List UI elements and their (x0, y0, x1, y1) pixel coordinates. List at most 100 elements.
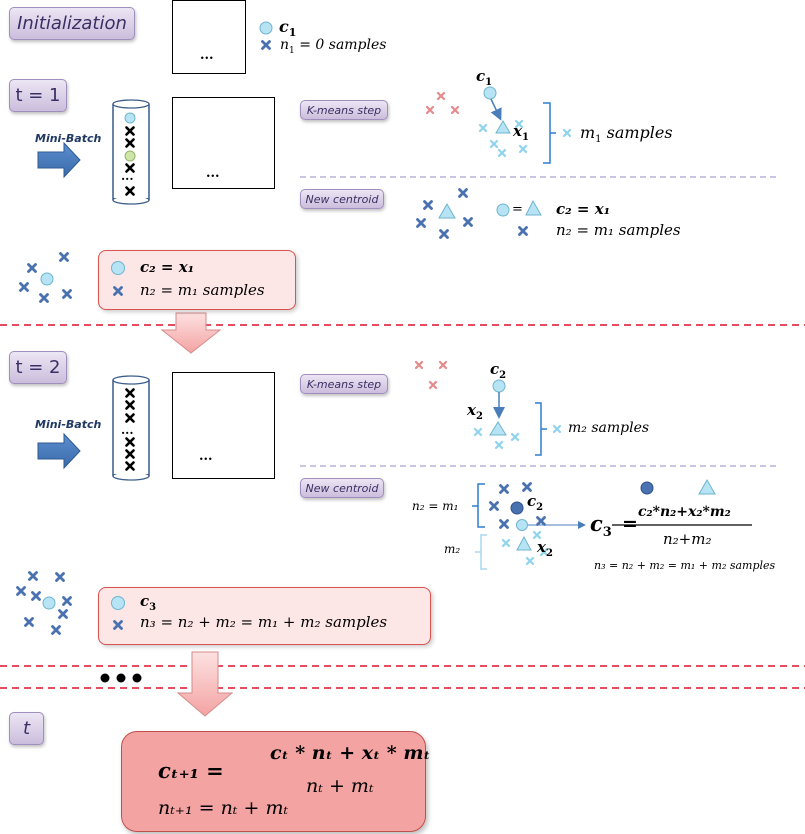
cluster-sample (59, 252, 69, 262)
cluster-sample (463, 217, 473, 227)
label-x1: x1 (513, 122, 529, 143)
minibatch-mean-x1 (495, 120, 511, 134)
label-m1-samples: m1 samples (580, 123, 673, 146)
init-data-box (172, 0, 246, 74)
x2-triangle-over-formula (698, 478, 716, 495)
initialization-label: Initialization (9, 7, 135, 40)
cluster-sample (51, 625, 61, 635)
old-centroid-c2 (510, 501, 524, 515)
assigned-sample (501, 538, 511, 548)
ellipsis: ... (199, 449, 213, 464)
mini-batch-arrow (37, 141, 81, 179)
cluster-sample (522, 482, 532, 492)
step-t-label: t (9, 712, 44, 745)
cluster-sample (536, 516, 546, 526)
cluster-sample (439, 229, 449, 239)
other-cluster-sample (438, 360, 448, 370)
cluster-sample (27, 263, 37, 273)
mini-batch-label: Mini-Batch (35, 132, 102, 145)
next-step-arrow (160, 312, 222, 354)
final-lhs: cₜ₊₁ = (158, 758, 224, 783)
cyl-ellipsis: ... (121, 423, 134, 437)
assigned-sample (473, 427, 483, 437)
cluster-sample (16, 586, 26, 596)
updated-centroid (516, 519, 528, 531)
bracket-n2 (472, 483, 485, 528)
centroid-c2 (492, 379, 506, 393)
legend-centroid-icon (259, 21, 273, 35)
cluster-sample (62, 596, 72, 606)
other-cluster-sample (425, 105, 435, 115)
other-cluster-sample (414, 360, 424, 370)
formula-n3: n₃ = n₂ + m₂ = m₁ + m₂ samples (594, 559, 776, 572)
cluster-sample (39, 293, 49, 303)
legend-c1: c1 (279, 17, 297, 40)
n2-sample-icon (518, 226, 528, 236)
cluster-sample (31, 591, 41, 601)
summary-box-t2 (98, 587, 431, 645)
cyl-ellipsis: ... (121, 169, 134, 183)
cluster-sample (489, 501, 499, 511)
label-x2-cluster: x2 (537, 538, 553, 559)
formula-c3: c3 (590, 511, 612, 541)
cluster-sample (19, 282, 29, 292)
assigned-sample (489, 139, 499, 149)
final-update-box (121, 731, 426, 832)
assigned-sample (525, 556, 535, 566)
bracket-m2 (475, 534, 487, 570)
new-centroid-label: New centroid (300, 478, 384, 498)
assigned-sample (497, 148, 507, 158)
x1-triangle (525, 199, 542, 216)
cyl-centroid (124, 112, 136, 124)
step-t1-label: t = 1 (9, 79, 67, 112)
assigned-sample (518, 144, 528, 154)
legend-sample-icon (261, 40, 271, 50)
legend-n1: n1 = 0 samples (280, 37, 387, 56)
kmeans-step-label: K-means step (300, 100, 388, 120)
cluster-sample (416, 218, 426, 228)
other-cluster-sample (450, 105, 460, 115)
x2-triangle (516, 535, 532, 551)
cluster-centroid (42, 596, 56, 610)
formula-eq: = (622, 513, 638, 535)
assigned-sample (494, 440, 504, 450)
formula-numerator: c₂*n₂+x₂*m₂ (638, 504, 731, 520)
continuation-dot (132, 673, 142, 683)
legend-sample (562, 128, 572, 138)
ellipsis: ... (206, 166, 220, 181)
batch-data-box-t1 (172, 97, 275, 189)
continuation-dot (116, 673, 126, 683)
final-line2: nₜ₊₁ = nₜ + mₜ (158, 797, 289, 819)
bracket (543, 102, 556, 164)
cluster-sample (62, 289, 72, 299)
ellipsis: ... (200, 48, 214, 63)
equals-sign: = (512, 202, 523, 217)
mini-batch-label: Mini-Batch (35, 418, 102, 431)
summary-line1: c3 (140, 592, 157, 613)
label-c2: c2 (490, 360, 507, 381)
cluster-sample (58, 609, 68, 619)
summary-box-icons (111, 261, 125, 296)
cluster-sample (499, 519, 509, 529)
summary-line2: n₂ = m₁ samples (140, 281, 265, 299)
cluster-centroid (40, 272, 54, 286)
c2-dot-over-formula (640, 481, 654, 495)
next-step-arrow (176, 651, 234, 717)
label-n2-eq-m1: n₂ = m₁ (412, 499, 459, 513)
cluster-sample (423, 200, 433, 210)
summary-box-icons (111, 596, 125, 630)
assigned-sample (510, 432, 520, 442)
centroid-c2 (496, 203, 510, 217)
cluster-sample (458, 188, 468, 198)
cluster-sample (55, 572, 65, 582)
step-t2-label: t = 2 (9, 351, 67, 384)
new-centroid-triangle (438, 202, 456, 219)
assigned-sample (478, 123, 488, 133)
minibatch-mean-x2 (489, 421, 507, 436)
kmeans-step-label: K-means step (300, 374, 388, 394)
summary-line1: c₂ = x₁ (140, 258, 195, 276)
other-cluster-sample (436, 91, 446, 101)
summary-line2: n₃ = n₂ + m₂ = m₁ + m₂ samples (140, 613, 388, 631)
cluster-sample (24, 617, 34, 627)
legend-sample (552, 424, 562, 434)
